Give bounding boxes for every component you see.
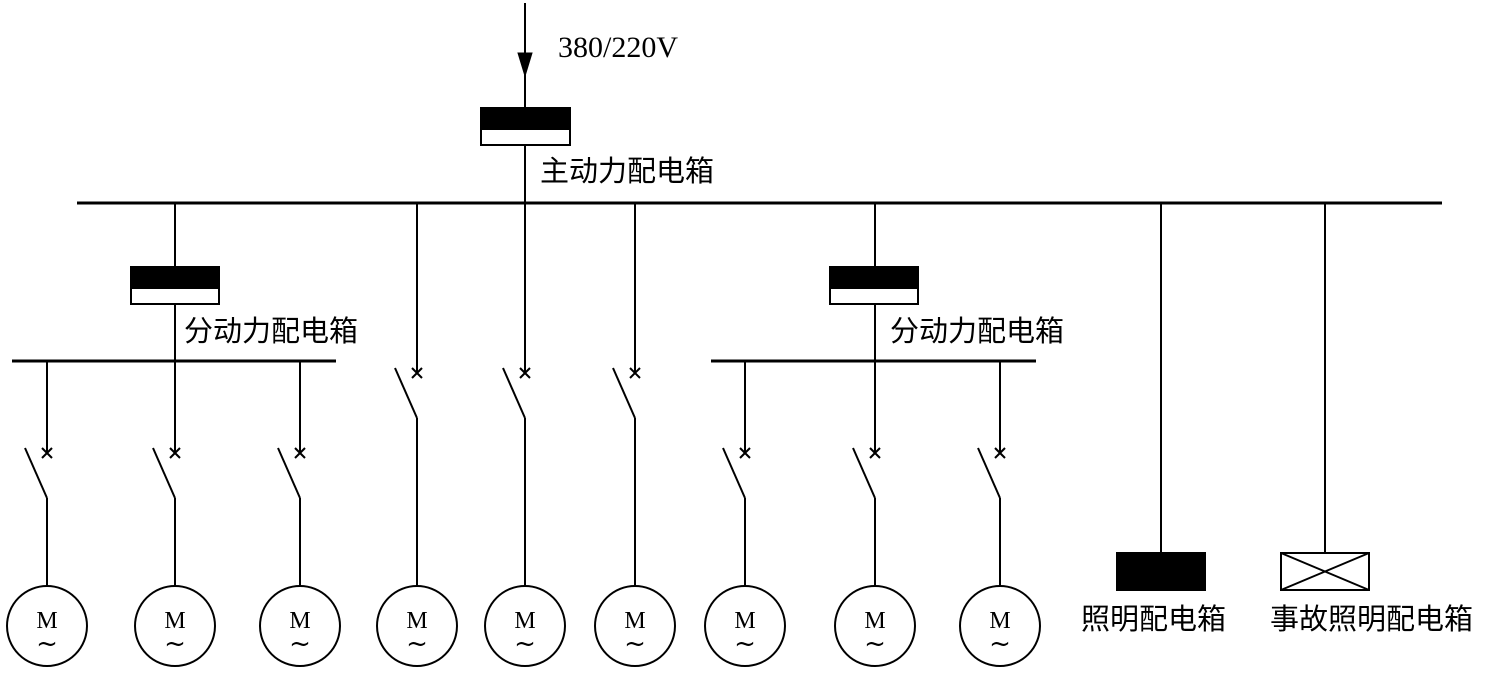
breaker-cross-b-2 [169,447,181,459]
lighting-distribution-box [1116,552,1206,591]
supply-voltage-label: 380/220V [558,31,678,64]
breaker-cross-b-8 [869,447,881,459]
motor-symbol-9 [959,585,1041,667]
motor-symbol-5 [484,585,566,667]
lighting-distribution-box-label: 照明配电箱 [1081,602,1227,636]
breaker-cross-b-4 [411,367,423,379]
main-distribution-box-label: 主动力配电箱 [540,154,715,188]
motor-ac-symbol-4: ~ [406,629,428,659]
motor-label-8: M [864,608,885,634]
motor-ac-symbol-3: ~ [289,629,311,659]
switch-blade-5 [502,367,526,419]
motor-symbol-4 [376,585,458,667]
motor-ac-symbol-9: ~ [989,629,1011,659]
motor-label-6: M [624,608,645,634]
emergency-lighting-distribution-box-label: 事故照明配电箱 [1270,602,1474,636]
left-sub-distribution-box-label: 分动力配电箱 [184,314,359,348]
breaker-cross-b-3 [294,447,306,459]
left-sub-box-top [130,266,220,289]
right-sub-distribution-box-label: 分动力配电箱 [890,314,1065,348]
motor-ac-symbol-2: ~ [164,629,186,659]
breaker-cross-b-7 [739,447,751,459]
motor-ac-symbol-8: ~ [864,629,886,659]
motor-label-5: M [514,608,535,634]
motor-label-2: M [164,608,185,634]
motor-label-7: M [734,608,755,634]
emergency-box-cross-line-2 [1280,552,1370,591]
right-sub-box-top [829,266,919,289]
motor-symbol-8 [834,585,916,667]
motor-symbol-3 [259,585,341,667]
motor-symbol-7 [704,585,786,667]
breaker-cross-b-9 [994,447,1006,459]
switch-blade-6 [612,367,636,419]
motor-ac-symbol-5: ~ [514,629,536,659]
switch-blade-3 [277,447,301,499]
motor-label-3: M [289,608,310,634]
switch-blade-1 [24,447,48,499]
motor-ac-symbol-1: ~ [36,629,58,659]
motor-ac-symbol-6: ~ [624,629,646,659]
breaker-cross-b-1 [41,447,53,459]
motor-label-9: M [989,608,1010,634]
switch-blade-9 [977,447,1001,499]
switch-blade-4 [394,367,418,419]
main-distribution-box-top [480,107,571,130]
motor-symbol-6 [594,585,676,667]
incoming-supply-arrow [517,52,533,78]
switch-blade-8 [852,447,876,499]
motor-symbol-2 [134,585,216,667]
breaker-cross-b-6 [629,367,641,379]
motor-label-4: M [406,608,427,634]
motor-ac-symbol-7: ~ [734,629,756,659]
switch-blade-2 [152,447,176,499]
breaker-cross-b-5 [519,367,531,379]
switch-blade-7 [722,447,746,499]
motor-label-1: M [36,608,57,634]
motor-symbol-1 [6,585,88,667]
